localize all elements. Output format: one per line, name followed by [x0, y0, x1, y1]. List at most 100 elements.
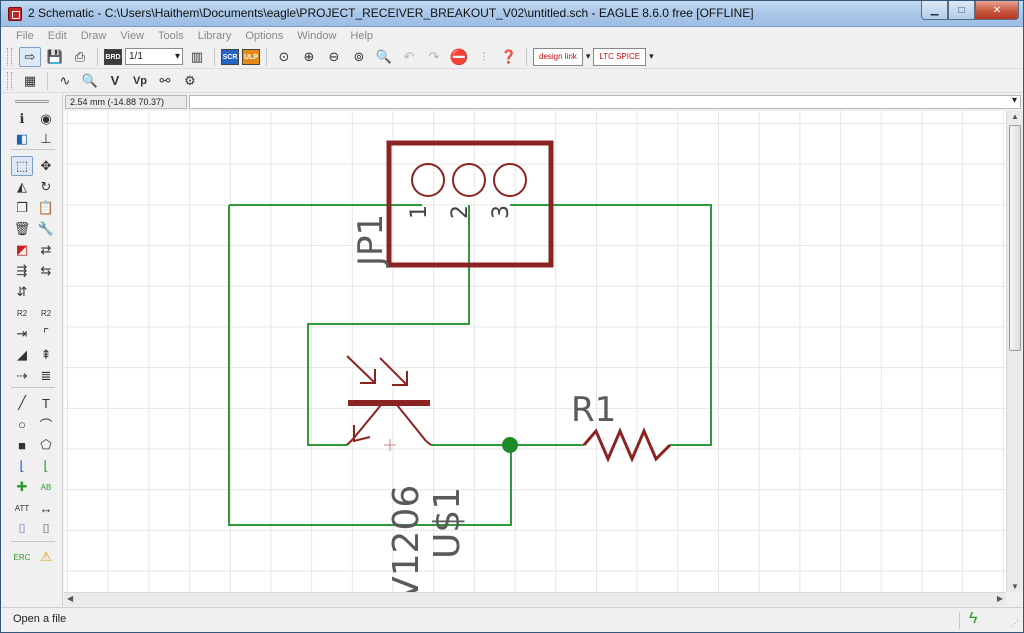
- module-icon[interactable]: ⌷: [42, 521, 50, 536]
- design-link-dropdown-icon[interactable]: ▾: [585, 51, 591, 61]
- menu-file[interactable]: File: [16, 30, 34, 42]
- net-wire-ground[interactable]: [228, 205, 512, 526]
- resistor-r1[interactable]: R1: [571, 390, 672, 463]
- jp1-pin-2[interactable]: [452, 163, 486, 197]
- menu-help[interactable]: Help: [350, 30, 374, 42]
- zoom-in-icon[interactable]: ⊕: [303, 48, 315, 64]
- design-link-button[interactable]: design link: [533, 47, 583, 66]
- jp1-pin-3[interactable]: [493, 163, 527, 197]
- undo-icon[interactable]: ↶: [403, 48, 415, 64]
- route-icon[interactable]: ⇢: [16, 368, 28, 383]
- ulp-icon[interactable]: ULP: [242, 48, 260, 65]
- lightning-icon[interactable]: ϟ: [969, 610, 978, 627]
- jp1-pin-1[interactable]: [411, 163, 445, 197]
- ltspice-button[interactable]: LTC SPICE: [593, 47, 647, 66]
- horizontal-scrollbar[interactable]: ◀ ▶: [64, 592, 1006, 606]
- script-icon[interactable]: SCR: [221, 48, 239, 65]
- grid-icon[interactable]: ▦: [23, 72, 37, 88]
- mark-icon[interactable]: ⊥: [40, 131, 52, 146]
- name-icon[interactable]: R2: [16, 308, 28, 318]
- save-icon[interactable]: 💾: [46, 48, 64, 64]
- pinswap-icon[interactable]: ⚯: [159, 72, 171, 88]
- sheets-icon[interactable]: ▥: [190, 48, 204, 64]
- wire-bend-icon[interactable]: ∿: [59, 72, 71, 88]
- invoke-icon[interactable]: ⇵: [16, 284, 28, 299]
- text-icon[interactable]: T: [42, 395, 50, 411]
- delete-icon[interactable]: 🗑: [13, 221, 31, 236]
- menu-window[interactable]: Window: [297, 30, 337, 42]
- jp1-connector[interactable]: 1 2 3 JP1: [351, 140, 554, 268]
- menu-options[interactable]: Options: [245, 30, 284, 42]
- erc-icon[interactable]: ERC: [13, 552, 31, 562]
- optimize-icon[interactable]: ⇞: [40, 347, 52, 362]
- title-bar[interactable]: 2 Schematic - C:\Users\Haithem\Documents…: [1, 1, 1023, 27]
- net-wire-pin3[interactable]: [510, 204, 712, 446]
- polygon-icon[interactable]: ⬠: [40, 437, 52, 452]
- info-icon[interactable]: ℹ: [19, 111, 25, 126]
- toolbar-grip[interactable]: [7, 71, 12, 90]
- zoom-fit-icon[interactable]: ⊙: [278, 48, 290, 64]
- smash-icon[interactable]: ⇥: [16, 326, 28, 341]
- sheet-select[interactable]: 1/1: [125, 48, 183, 65]
- gateswap-icon[interactable]: ⇶: [16, 263, 28, 278]
- dimension-icon[interactable]: ↔: [39, 500, 53, 516]
- junction-icon[interactable]: ✚: [16, 479, 28, 494]
- mirror-icon[interactable]: ◭: [17, 179, 27, 194]
- vp-icon[interactable]: Vp: [132, 74, 148, 87]
- ltspice-dropdown-icon[interactable]: ▾: [649, 51, 654, 61]
- menu-view[interactable]: View: [120, 30, 145, 42]
- eye-icon[interactable]: ◉: [40, 111, 52, 126]
- net-junction[interactable]: [502, 437, 518, 453]
- menu-library[interactable]: Library: [197, 30, 232, 42]
- bus-icon[interactable]: ⌊: [19, 458, 25, 473]
- value-palette-icon[interactable]: R2: [40, 308, 52, 318]
- scroll-left-icon[interactable]: ◀: [67, 594, 74, 603]
- copy-icon[interactable]: ❐: [16, 200, 28, 215]
- zoom-out-icon[interactable]: ⊖: [328, 48, 340, 64]
- circle-icon[interactable]: ○: [18, 416, 26, 432]
- vertical-scroll-thumb[interactable]: [1009, 125, 1021, 351]
- zoom-select-icon[interactable]: 🔍: [375, 48, 393, 64]
- miter-icon[interactable]: ⌜: [42, 326, 50, 341]
- resize-grip[interactable]: ⋰: [1011, 619, 1019, 628]
- line-icon[interactable]: ╱: [18, 395, 26, 410]
- command-input[interactable]: [189, 95, 1021, 109]
- rectangle-icon[interactable]: ■: [18, 437, 26, 453]
- add-part-icon[interactable]: ◩: [15, 242, 29, 257]
- pinswap-palette-icon[interactable]: ⇆: [40, 263, 52, 278]
- menu-tools[interactable]: Tools: [158, 30, 184, 42]
- go-icon[interactable]: ⁝: [481, 48, 487, 64]
- minimize-button[interactable]: ▁: [921, 1, 948, 20]
- net-icon[interactable]: ⌊: [43, 458, 49, 473]
- brd-icon[interactable]: BRD: [104, 48, 122, 65]
- scroll-down-icon[interactable]: ▼: [1011, 582, 1019, 591]
- open-icon[interactable]: ⇨: [19, 46, 41, 67]
- value-icon[interactable]: V: [110, 73, 120, 88]
- show-icon[interactable]: 🔍: [81, 72, 99, 88]
- split-icon[interactable]: ◢: [17, 347, 27, 362]
- layers-icon[interactable]: ◧: [15, 131, 29, 146]
- print-icon[interactable]: ⎙: [74, 48, 86, 64]
- align-icon[interactable]: ≣: [40, 368, 52, 383]
- help-icon[interactable]: ❓: [500, 48, 518, 64]
- stop-icon[interactable]: ⛔: [449, 48, 469, 66]
- paste-icon[interactable]: 📋: [37, 200, 55, 215]
- maximize-button[interactable]: □: [948, 1, 975, 20]
- scroll-up-icon[interactable]: ▲: [1011, 112, 1019, 121]
- schematic-canvas[interactable]: 1 2 3 JP1 V1206 U$1: [64, 111, 1006, 592]
- attribute-icon[interactable]: ATT: [14, 503, 30, 513]
- frame-icon[interactable]: ⌷: [18, 521, 26, 536]
- redo-icon[interactable]: ↷: [428, 48, 440, 64]
- change-icon[interactable]: 🔧: [37, 221, 55, 236]
- select-icon[interactable]: ⬚: [11, 156, 33, 176]
- vertical-scrollbar[interactable]: ▲ ▼: [1006, 111, 1023, 592]
- warning-icon[interactable]: ⚠: [40, 549, 52, 564]
- phototransistor[interactable]: [346, 355, 432, 446]
- arc-icon[interactable]: ⌒: [39, 417, 53, 433]
- move-icon[interactable]: ✥: [40, 158, 52, 173]
- net-wire-pin2[interactable]: [307, 205, 470, 446]
- palette-grip[interactable]: [15, 100, 49, 103]
- menu-draw[interactable]: Draw: [80, 30, 107, 42]
- menu-edit[interactable]: Edit: [47, 30, 67, 42]
- eagle-app-icon[interactable]: [8, 7, 22, 21]
